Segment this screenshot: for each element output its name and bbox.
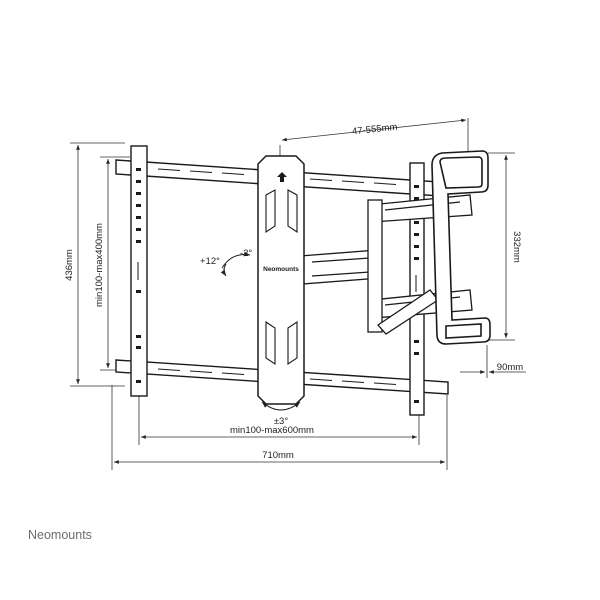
center-plate: Neomounts — [257, 155, 305, 405]
rotation-arc-icon — [261, 401, 301, 411]
depth-label: 90mm — [497, 362, 523, 373]
vertical-pattern-label: min100-max400mm — [94, 223, 105, 307]
tilt-down-label: -2° — [240, 248, 252, 259]
arm-extension-dimension-line — [281, 118, 467, 142]
bracket-height-label: 332mm — [511, 231, 522, 263]
rotation-label: ±3° — [274, 416, 288, 427]
arm-extension-label: 47-555mm — [352, 122, 398, 138]
overall-width-label: 710mm — [262, 450, 294, 461]
center-plate-logo: Neomounts — [263, 266, 299, 273]
lock-arrow-icon — [277, 172, 287, 182]
tilt-up-label: +12° — [200, 256, 220, 267]
overall-height-label: 436mm — [64, 249, 75, 281]
tilt-arc-icon — [220, 251, 251, 277]
horizontal-pattern-label: min100-max600mm — [230, 425, 314, 436]
tv-bracket — [431, 150, 491, 345]
footer-brand: Neomounts — [28, 528, 92, 542]
